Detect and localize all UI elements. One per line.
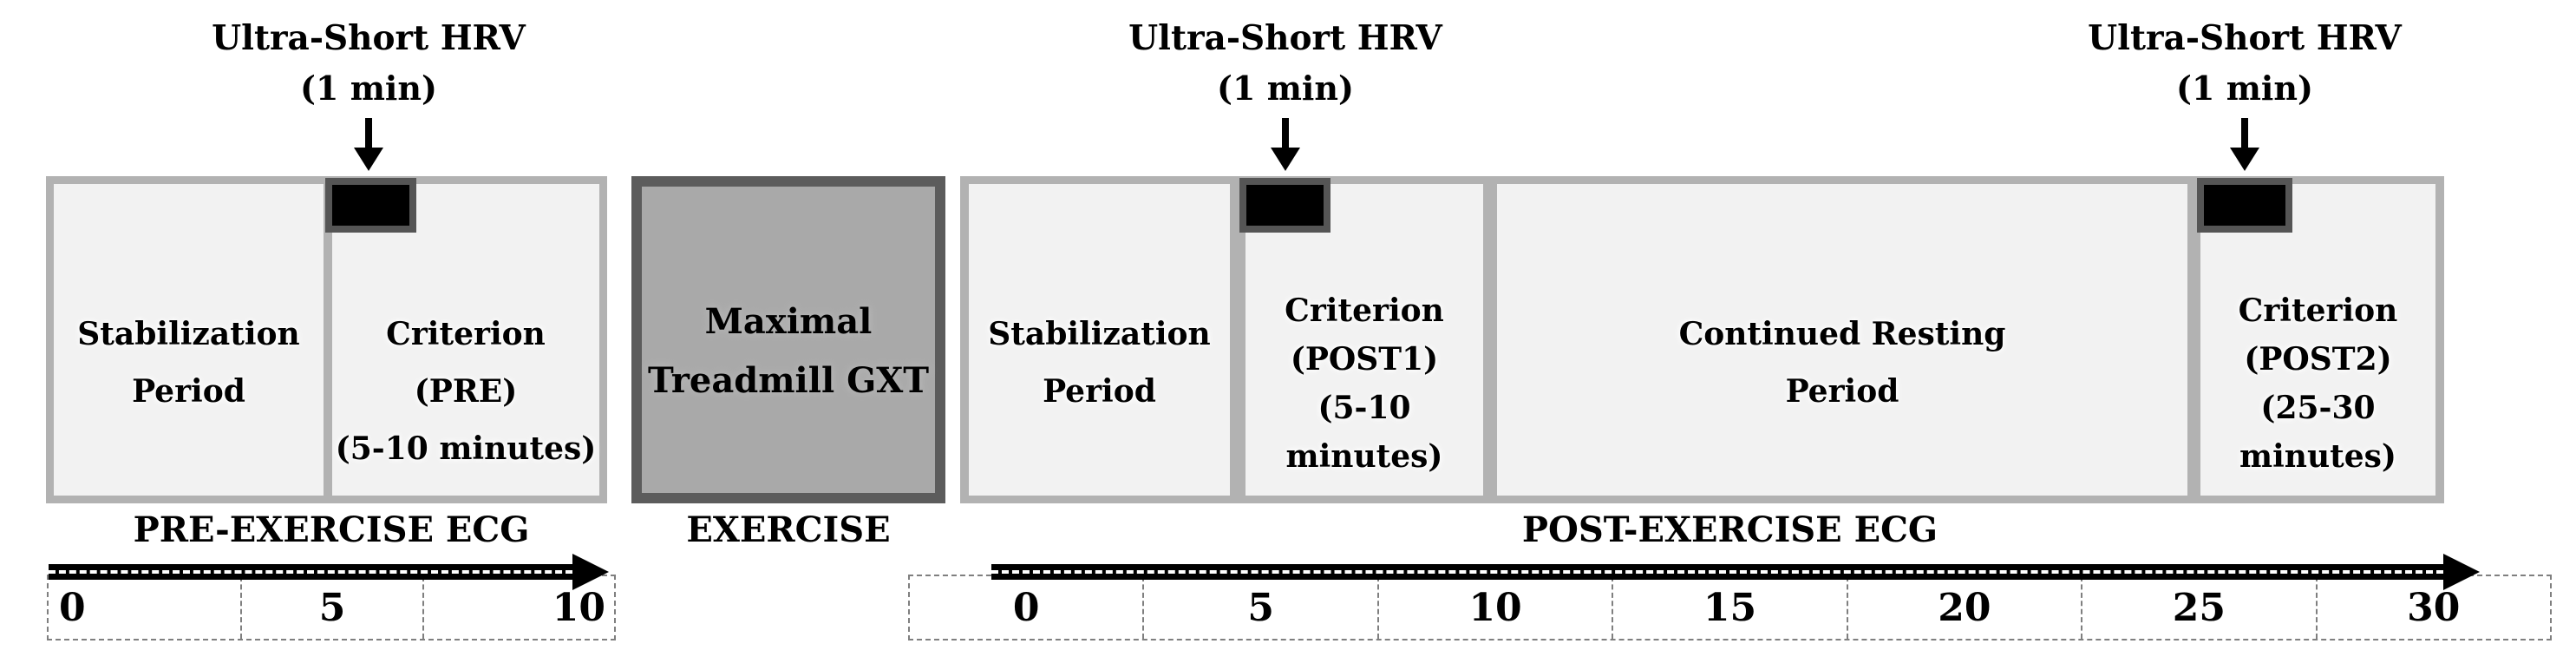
panel-line: Period (1043, 373, 1156, 410)
post-tick-cell: 0 (910, 576, 1142, 639)
arrow-head (354, 148, 383, 171)
panel-text: Criterion (POST2) (25-30 minutes) (2200, 286, 2435, 481)
down-arrow-icon (2229, 118, 2260, 171)
post-criterion2-panel: Criterion (POST2) (25-30 minutes) (2200, 184, 2435, 496)
exercise-label: EXERCISE (686, 509, 891, 550)
hrv-sample-marker-post1 (1239, 178, 1330, 233)
hrv-duration: (1 min) (2176, 69, 2313, 108)
hrv-sample-marker-post2 (2197, 178, 2292, 233)
right-arrow-icon (2443, 554, 2480, 590)
arrow-shaft (1282, 118, 1289, 148)
hrv-annotation-post2: Ultra-Short HRV (1 min) (2054, 19, 2435, 106)
arrow-dash-line (49, 570, 572, 574)
pre-exercise-ecg-label: PRE-EXERCISE ECG (133, 509, 530, 550)
pre-stabilization-panel: Stabilization Period (54, 184, 324, 496)
gxt-line: Treadmill GXT (647, 360, 930, 401)
post-stabilization-panel: Stabilization Period (969, 184, 1230, 496)
right-arrow-icon (572, 554, 609, 590)
panel-line: (25-30 minutes) (2239, 390, 2396, 475)
panel-line: Period (1785, 373, 1899, 410)
panel-text: Criterion (PRE) (5-10 minutes) (332, 305, 599, 477)
panel-line: Stabilization (77, 316, 300, 352)
post-tick-cell: 20 (1846, 576, 2081, 639)
post-tick-cell: 30 (2315, 576, 2550, 639)
panel-text: Stabilization Period (54, 305, 324, 420)
panel-line: (5-10 minutes) (1285, 390, 1443, 475)
continued-resting-panel: Continued Resting Period (1497, 184, 2187, 496)
hrv-title: Ultra-Short HRV (212, 18, 526, 58)
panel-line: (POST1) (1290, 341, 1439, 378)
hrv-duration: (1 min) (1217, 69, 1354, 108)
hrv-title: Ultra-Short HRV (2088, 18, 2402, 58)
pre-tick-cell: 0 (49, 576, 240, 639)
post-timeline-scale: 0 5 10 15 20 25 30 (908, 575, 2552, 640)
panel-line: Period (132, 373, 245, 410)
panel-line: Stabilization (988, 316, 1211, 352)
panel-text: Criterion (POST1) (5-10 minutes) (1246, 286, 1483, 481)
panel-line: Criterion (1285, 292, 1444, 329)
tick-label: 20 (1938, 585, 1991, 630)
arrow-head (2230, 148, 2259, 171)
down-arrow-icon (353, 118, 384, 171)
hrv-title: Ultra-Short HRV (1128, 18, 1442, 58)
post-criterion1-panel: Criterion (POST1) (5-10 minutes) (1246, 184, 1483, 496)
pre-timeline-arrow-bar (49, 564, 572, 580)
tick-label: 0 (59, 585, 86, 630)
post-exercise-ecg-label: POST-EXERCISE ECG (1521, 509, 1939, 550)
post-exercise-container: Stabilization Period Criterion (POST1) (… (960, 176, 2444, 503)
pre-timeline-scale: 0 5 10 (47, 575, 616, 640)
hrv-annotation-post1: Ultra-Short HRV (1 min) (1095, 19, 1476, 106)
tick-label: 10 (552, 585, 606, 630)
pre-tick-cell: 5 (239, 576, 423, 639)
hrv-duration: (1 min) (300, 69, 437, 108)
panel-line: Criterion (PRE) (386, 316, 546, 410)
down-arrow-icon (1270, 118, 1301, 171)
pre-criterion-panel: Criterion (PRE) (5-10 minutes) (332, 184, 599, 496)
panel-text: Stabilization Period (969, 305, 1230, 420)
panel-line: (POST2) (2244, 341, 2392, 378)
arrow-head (1271, 148, 1300, 171)
post-tick-cell: 5 (1142, 576, 1376, 639)
post-tick-cell: 10 (1376, 576, 1612, 639)
gxt-text: Maximal Treadmill GXT (642, 292, 935, 411)
gxt-line: Maximal (704, 301, 873, 342)
panel-line: Continued Resting (1678, 316, 2006, 352)
arrow-dash-line (991, 570, 2443, 574)
post-tick-cell: 15 (1612, 576, 1846, 639)
panel-text: Continued Resting Period (1497, 305, 2187, 420)
maximal-treadmill-gxt-box: Maximal Treadmill GXT (631, 176, 945, 503)
post-timeline-arrow-bar (991, 564, 2443, 580)
arrow-shaft (365, 118, 372, 148)
tick-label: 5 (318, 585, 346, 630)
panel-line: Criterion (2238, 292, 2398, 329)
tick-label: 5 (1247, 585, 1274, 630)
hrv-sample-marker-pre (325, 178, 416, 233)
arrow-shaft (2241, 118, 2248, 148)
pre-tick-cell: 10 (422, 576, 614, 639)
tick-label: 15 (1703, 585, 1757, 630)
tick-label: 0 (1012, 585, 1040, 630)
hrv-annotation-pre: Ultra-Short HRV (1 min) (178, 19, 559, 106)
tick-label: 30 (2407, 585, 2461, 630)
tick-label: 10 (1468, 585, 1522, 630)
post-tick-cell: 25 (2081, 576, 2315, 639)
tick-label: 25 (2172, 585, 2226, 630)
panel-line: (5-10 minutes) (335, 430, 597, 467)
